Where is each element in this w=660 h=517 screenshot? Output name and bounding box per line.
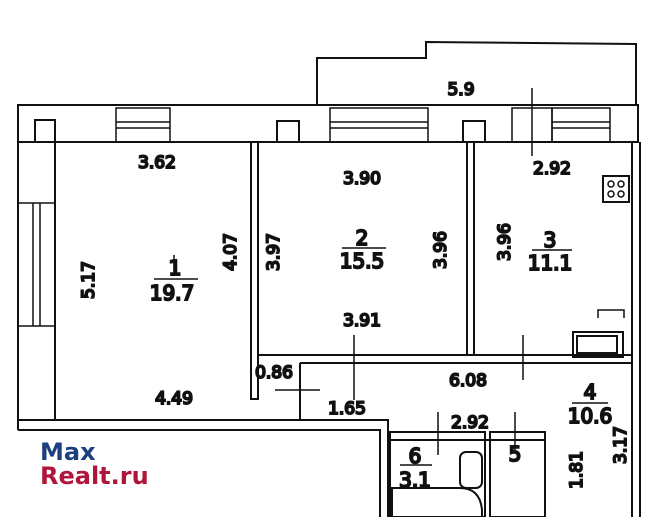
toilet-5 [489,431,546,517]
balcony-outline [316,40,637,105]
columns [34,119,486,143]
dimension-lines [154,88,608,466]
dim-room2-bottom: 3.91 [343,311,381,331]
dim-hall-length: 6.08 [449,371,487,391]
room-3-number: 3 [544,228,557,252]
room-6-number: 6 [409,444,422,468]
room-1-number: 1 [169,256,182,280]
dim-room1-right: 4.07 [221,233,241,271]
room-2-number: 2 [356,226,369,250]
dim-room2-left: 3.97 [264,233,284,271]
dim-room3-top: 2.92 [533,159,571,179]
wall-room1-room2 [250,141,259,400]
dim-room1-top: 3.62 [138,153,176,173]
logo: Max Realt.ru [40,440,149,488]
room-3-area: 11.1 [528,251,573,275]
dim-room3-left: 3.96 [495,223,515,261]
wall-room1-bottom [18,419,389,517]
room-6-area: 3.1 [399,468,431,492]
room-4-number: 4 [584,380,597,404]
stove-icon [602,175,630,203]
logo-line-2: Realt.ru [40,462,149,490]
dim-balcony: 5.9 [447,80,474,100]
dim-bath-top: 2.92 [451,413,489,433]
dim-room1-left: 5.17 [79,261,99,299]
logo-line-1: Max [40,438,96,466]
room-2-area: 15.5 [340,249,385,273]
dim-hall-lower: 1.81 [567,451,587,489]
bathtub-icon [391,487,483,517]
windows [17,107,611,327]
room-5-number: 5 [509,442,522,466]
dim-room2-top: 3.90 [343,169,381,189]
kitchen-sink-icon [572,331,624,358]
wall-room2-room3 [466,141,475,356]
room-4-area: 10.6 [568,404,613,428]
exterior-wall-top [17,104,639,143]
sink-icon [459,451,483,489]
dim-hall-small: 0.86 [255,363,293,383]
dim-hall-right: 3.17 [611,426,631,464]
dim-room1-bottom: 4.49 [155,389,193,409]
dim-hall-entry: 1.65 [328,399,366,419]
room-1-area: 19.7 [150,281,195,305]
dim-room2-right: 3.96 [431,231,451,269]
